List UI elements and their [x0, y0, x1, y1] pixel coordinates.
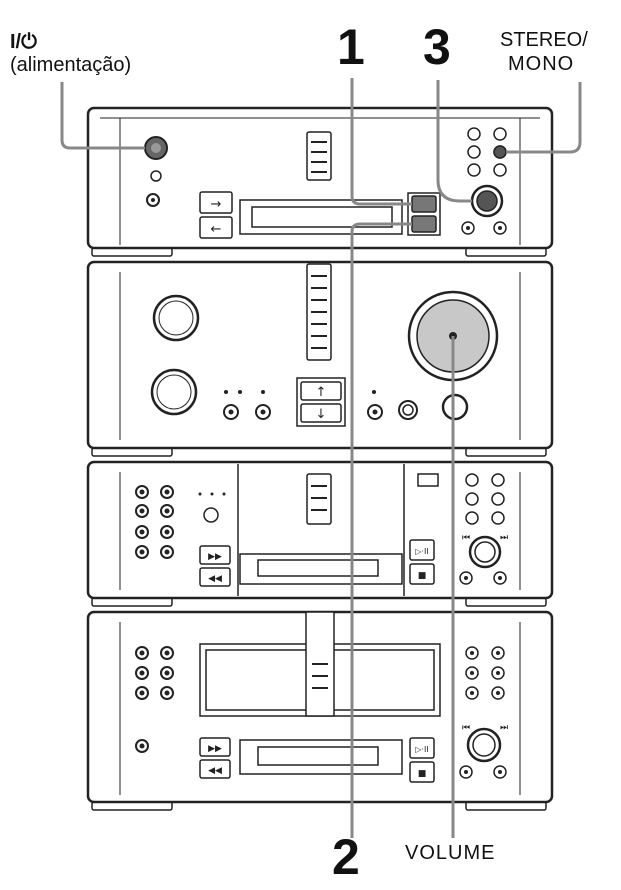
- md-ff-glyph: ▶▶: [208, 744, 222, 754]
- md-timer-button[interactable]: [135, 739, 149, 753]
- amp-up-glyph: ↑: [316, 385, 327, 400]
- cd-rewind-button[interactable]: [199, 567, 231, 587]
- cd-fast-forward-button[interactable]: [199, 545, 231, 565]
- md-skip-next-icon: ⏭: [500, 723, 508, 733]
- md-stop-glyph: ■: [418, 769, 427, 779]
- cd-ff-glyph: ▶▶: [208, 552, 222, 562]
- md-deck-unit: ▶▶ ◀◀ ▷·II ■ ⏮ ⏭: [86, 610, 554, 811]
- cd-player-unit: ▶▶ ◀◀ ▷·II ■ ⏮ ⏭: [86, 460, 554, 607]
- amp-down-button[interactable]: [300, 403, 342, 423]
- cd-play-pause-button[interactable]: [409, 539, 435, 561]
- md-play-glyph: ▷·II: [415, 745, 428, 754]
- amp-lower-knob[interactable]: [150, 368, 198, 416]
- step-3-label: 3: [423, 19, 451, 75]
- cd-skip-next-icon: ⏭: [500, 533, 508, 543]
- cd-skip-prev-icon: ⏮: [462, 533, 470, 543]
- power-indicator: [150, 170, 162, 182]
- stereo-mono-label-line2: MONO: [508, 53, 575, 75]
- amp-headphone-jack[interactable]: [441, 393, 469, 421]
- amplifier-unit: ↑ ↓: [86, 260, 554, 457]
- volume-label: VOLUME: [405, 842, 496, 864]
- tuner-small-knob[interactable]: [146, 193, 160, 207]
- preset-down-button[interactable]: [411, 215, 437, 233]
- cd-rew-glyph: ◀◀: [208, 574, 222, 584]
- amp-down-glyph: ↓: [316, 407, 327, 422]
- cd-jog-dial[interactable]: [468, 535, 502, 569]
- md-fast-forward-button[interactable]: [199, 737, 231, 757]
- stereo-mono-button[interactable]: [493, 145, 507, 159]
- step-1-label: 1: [337, 19, 365, 75]
- preset-up-button[interactable]: [411, 195, 437, 213]
- step-1-callout-line: [350, 78, 412, 206]
- cd-play-glyph: ▷·II: [415, 547, 428, 556]
- md-number-buttons[interactable]: [135, 646, 174, 700]
- cd-display-window: [417, 473, 439, 487]
- tuner-back-button[interactable]: [199, 216, 233, 239]
- callout-lines: [60, 78, 582, 838]
- power-symbol-label: I/⏻: [10, 31, 37, 53]
- tuner-forward-glyph: →: [211, 197, 222, 212]
- cd-number-buttons[interactable]: [135, 485, 174, 559]
- md-rewind-button[interactable]: [199, 759, 231, 779]
- md-play-pause-button[interactable]: [409, 737, 435, 759]
- tuner-back-glyph: ←: [211, 222, 222, 237]
- step-2-label: 2: [332, 829, 360, 885]
- tuner-forward-button[interactable]: [199, 191, 233, 214]
- power-callout-line: [60, 82, 145, 150]
- md-jog-dial[interactable]: [466, 727, 502, 763]
- tuner-unit: → ←: [86, 106, 554, 257]
- cd-stop-button[interactable]: [409, 563, 435, 585]
- step-3-callout-line: [436, 80, 472, 203]
- amp-up-button[interactable]: [300, 381, 342, 401]
- md-tray[interactable]: [239, 739, 403, 775]
- stereo-mono-label-line1: STEREO/: [500, 29, 588, 51]
- amp-upper-knob[interactable]: [152, 294, 200, 342]
- tuner-display: [239, 199, 403, 235]
- md-skip-prev-icon: ⏮: [462, 723, 470, 733]
- cd-stop-glyph: ■: [418, 571, 427, 581]
- step-2-callout-line: [350, 222, 412, 838]
- md-stop-button[interactable]: [409, 761, 435, 783]
- stereo-mono-callout-line: [506, 82, 582, 154]
- md-rew-glyph: ◀◀: [208, 766, 222, 776]
- cd-tray[interactable]: [239, 553, 403, 585]
- power-text-label: (alimentação): [10, 54, 132, 76]
